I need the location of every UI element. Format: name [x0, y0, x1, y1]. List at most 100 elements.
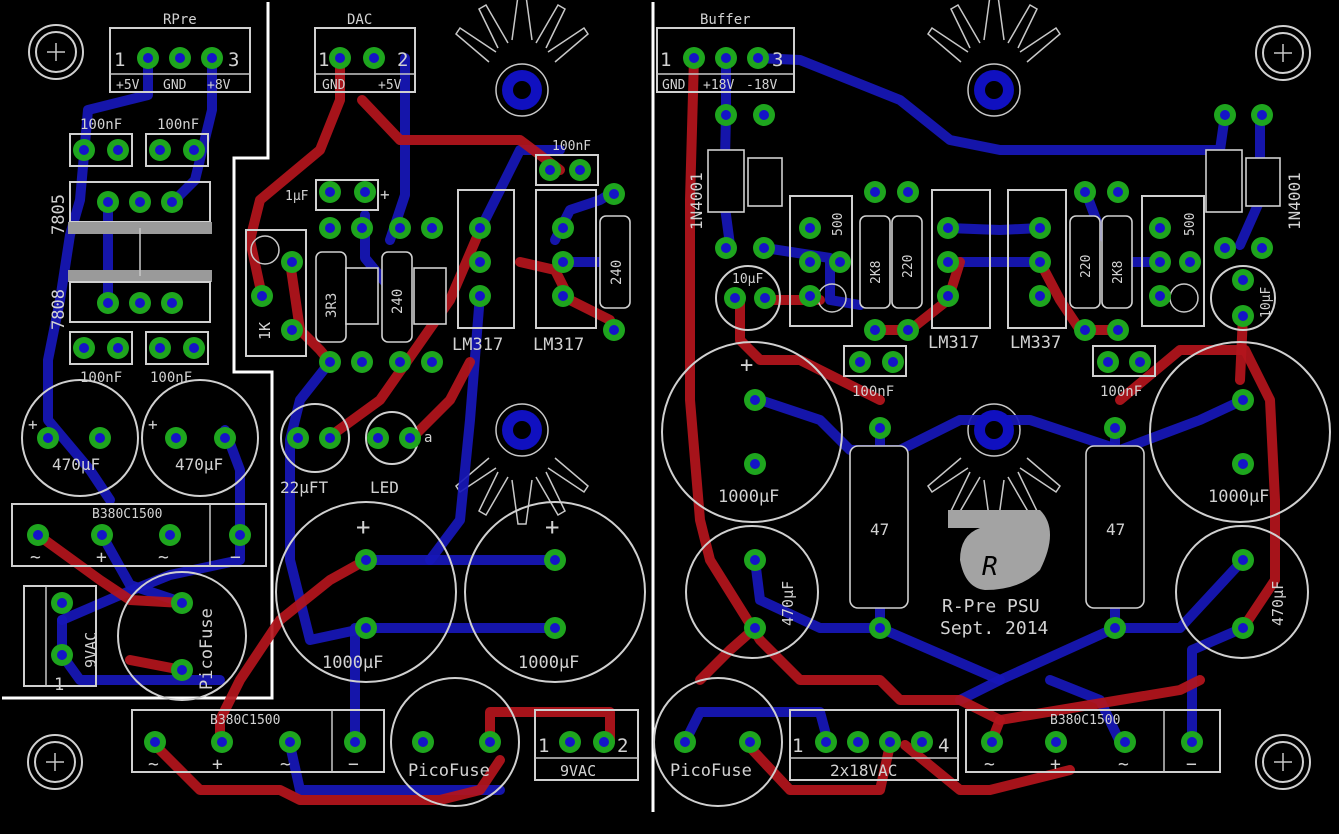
svg-text:100nF: 100nF — [157, 117, 199, 133]
svg-text:+5V: +5V — [116, 78, 140, 93]
svg-text:+: + — [740, 353, 753, 378]
svg-text:~: ~ — [148, 754, 159, 775]
mid-picofuse: PicoFuse — [390, 677, 520, 807]
svg-text:PicoFuse: PicoFuse — [197, 608, 217, 690]
right-bridge-rectifier: B380C1500 ~ + ~ − — [965, 709, 1221, 775]
svg-text:1K: 1K — [256, 322, 274, 340]
right-picofuse: PicoFuse — [653, 677, 783, 807]
svg-text:1000µF: 1000µF — [322, 653, 383, 673]
left-470uf-caps: + + 470µF 470µF — [21, 379, 259, 497]
right-trimmers-resistors: 500 2K8 220 220 2K8 500 — [789, 195, 1205, 327]
svg-text:10µF: 10µF — [732, 272, 763, 287]
svg-text:+: + — [148, 415, 158, 434]
mid-1000uf-caps: + + 1000µF 1000µF — [275, 501, 646, 683]
svg-text:~: ~ — [984, 754, 995, 775]
svg-text:~: ~ — [280, 754, 291, 775]
svg-text:~: ~ — [30, 547, 41, 568]
svg-text:7808: 7808 — [49, 289, 69, 330]
svg-text:47: 47 — [1106, 520, 1125, 539]
svg-text:a: a — [424, 430, 432, 446]
svg-text:B380C1500: B380C1500 — [92, 507, 162, 522]
svg-text:3: 3 — [228, 49, 239, 71]
board-outline — [2, 2, 655, 812]
svg-text:−: − — [1186, 754, 1197, 775]
svg-text:+: + — [28, 415, 38, 434]
svg-text:−: − — [348, 754, 359, 775]
svg-text:9VAC: 9VAC — [560, 762, 596, 780]
svg-text:1µF: 1µF — [285, 189, 309, 204]
svg-text:1000µF: 1000µF — [1208, 487, 1269, 507]
left-picofuse: PicoFuse — [117, 571, 247, 701]
mounting-holes — [27, 24, 1311, 790]
heatsink-holes — [502, 70, 1014, 450]
svg-text:10µF: 10µF — [1259, 287, 1274, 318]
svg-text:500: 500 — [831, 213, 846, 236]
svg-text:1000µF: 1000µF — [518, 653, 579, 673]
svg-text:+: + — [545, 513, 559, 541]
mid-bridge-rectifier: B380C1500 ~ + ~ − — [131, 709, 385, 775]
svg-text:DAC: DAC — [347, 12, 372, 28]
svg-text:Buffer: Buffer — [700, 12, 751, 28]
svg-text:500: 500 — [1183, 213, 1198, 236]
svg-text:22µFT: 22µFT — [280, 478, 329, 497]
svg-text:2K8: 2K8 — [1111, 261, 1126, 284]
svg-text:LM317: LM317 — [452, 335, 503, 355]
svg-text:100nF: 100nF — [852, 384, 894, 400]
svg-text:3R3: 3R3 — [324, 293, 340, 318]
left-bridge-rectifier: B380C1500 ~ + ~ − — [11, 503, 267, 568]
svg-text:100nF: 100nF — [1100, 384, 1142, 400]
right-47-resistors: 47 47 — [849, 445, 1145, 609]
mid-lm317-regulators: 240 100nF LM317 LM317 — [452, 139, 631, 355]
rpre-connector: RPre 1 3 +5V GND +8V — [109, 12, 251, 93]
svg-text:9VAC: 9VAC — [82, 632, 100, 668]
svg-text:240: 240 — [609, 260, 625, 285]
svg-text:+: + — [96, 547, 107, 568]
dac-connector: DAC 1 2 GND +5V — [314, 12, 416, 93]
svg-text:1N4001: 1N4001 — [687, 172, 706, 230]
svg-text:1000µF: 1000µF — [718, 487, 779, 507]
svg-text:−: − — [230, 547, 241, 568]
svg-text:-18V: -18V — [746, 78, 777, 93]
svg-text:~: ~ — [1118, 754, 1129, 775]
svg-text:4: 4 — [938, 735, 949, 757]
svg-text:100nF: 100nF — [80, 370, 122, 386]
svg-text:2: 2 — [617, 735, 628, 757]
svg-text:GND: GND — [163, 78, 187, 93]
svg-text:1: 1 — [660, 49, 671, 71]
svg-text:100nF: 100nF — [80, 117, 122, 133]
svg-text:B380C1500: B380C1500 — [1050, 713, 1120, 728]
svg-text:100nF: 100nF — [150, 370, 192, 386]
svg-text:3: 3 — [772, 49, 783, 71]
buffer-connector: Buffer 1 3 GND +18V -18V — [656, 12, 795, 93]
board-logo-title: R R-Pre PSU Sept. 2014 — [940, 510, 1050, 639]
voltage-regulators-78xx: 7805 7808 — [49, 181, 212, 330]
svg-text:470µF: 470µF — [175, 455, 223, 474]
svg-text:LED: LED — [370, 478, 399, 497]
mid-small-components: 1µF + 1K 3R3 240 22µFT LED a — [245, 179, 447, 497]
svg-text:+: + — [1050, 754, 1061, 775]
right-diodes: 1N4001 1N4001 — [687, 149, 1304, 230]
svg-text:LM337: LM337 — [1010, 333, 1061, 353]
svg-text:+5V: +5V — [378, 78, 402, 93]
right-1000uf-caps: + 1000µF 1000µF — [661, 341, 1331, 523]
svg-text:PicoFuse: PicoFuse — [670, 761, 752, 781]
svg-text:470µF: 470µF — [52, 455, 100, 474]
svg-text:+: + — [380, 185, 390, 204]
svg-text:47: 47 — [870, 520, 889, 539]
svg-text:1N4001: 1N4001 — [1285, 172, 1304, 230]
board-title: R-Pre PSU — [942, 596, 1040, 617]
svg-text:~: ~ — [158, 547, 169, 568]
svg-text:+: + — [212, 754, 223, 775]
svg-text:100nF: 100nF — [552, 139, 591, 154]
rpre-title: RPre — [163, 12, 197, 28]
right-regulators: LM317 LM337 — [928, 189, 1067, 353]
board-date: Sept. 2014 — [940, 618, 1048, 639]
svg-text:2x18VAC: 2x18VAC — [830, 761, 897, 780]
svg-text:2K8: 2K8 — [869, 261, 884, 284]
svg-text:B380C1500: B380C1500 — [210, 713, 280, 728]
right-470uf-caps: 470µF 470µF — [685, 525, 1309, 659]
mid-9vac-connector: 1 2 9VAC — [534, 709, 639, 781]
svg-text:R: R — [982, 552, 998, 582]
svg-text:7805: 7805 — [49, 194, 69, 235]
